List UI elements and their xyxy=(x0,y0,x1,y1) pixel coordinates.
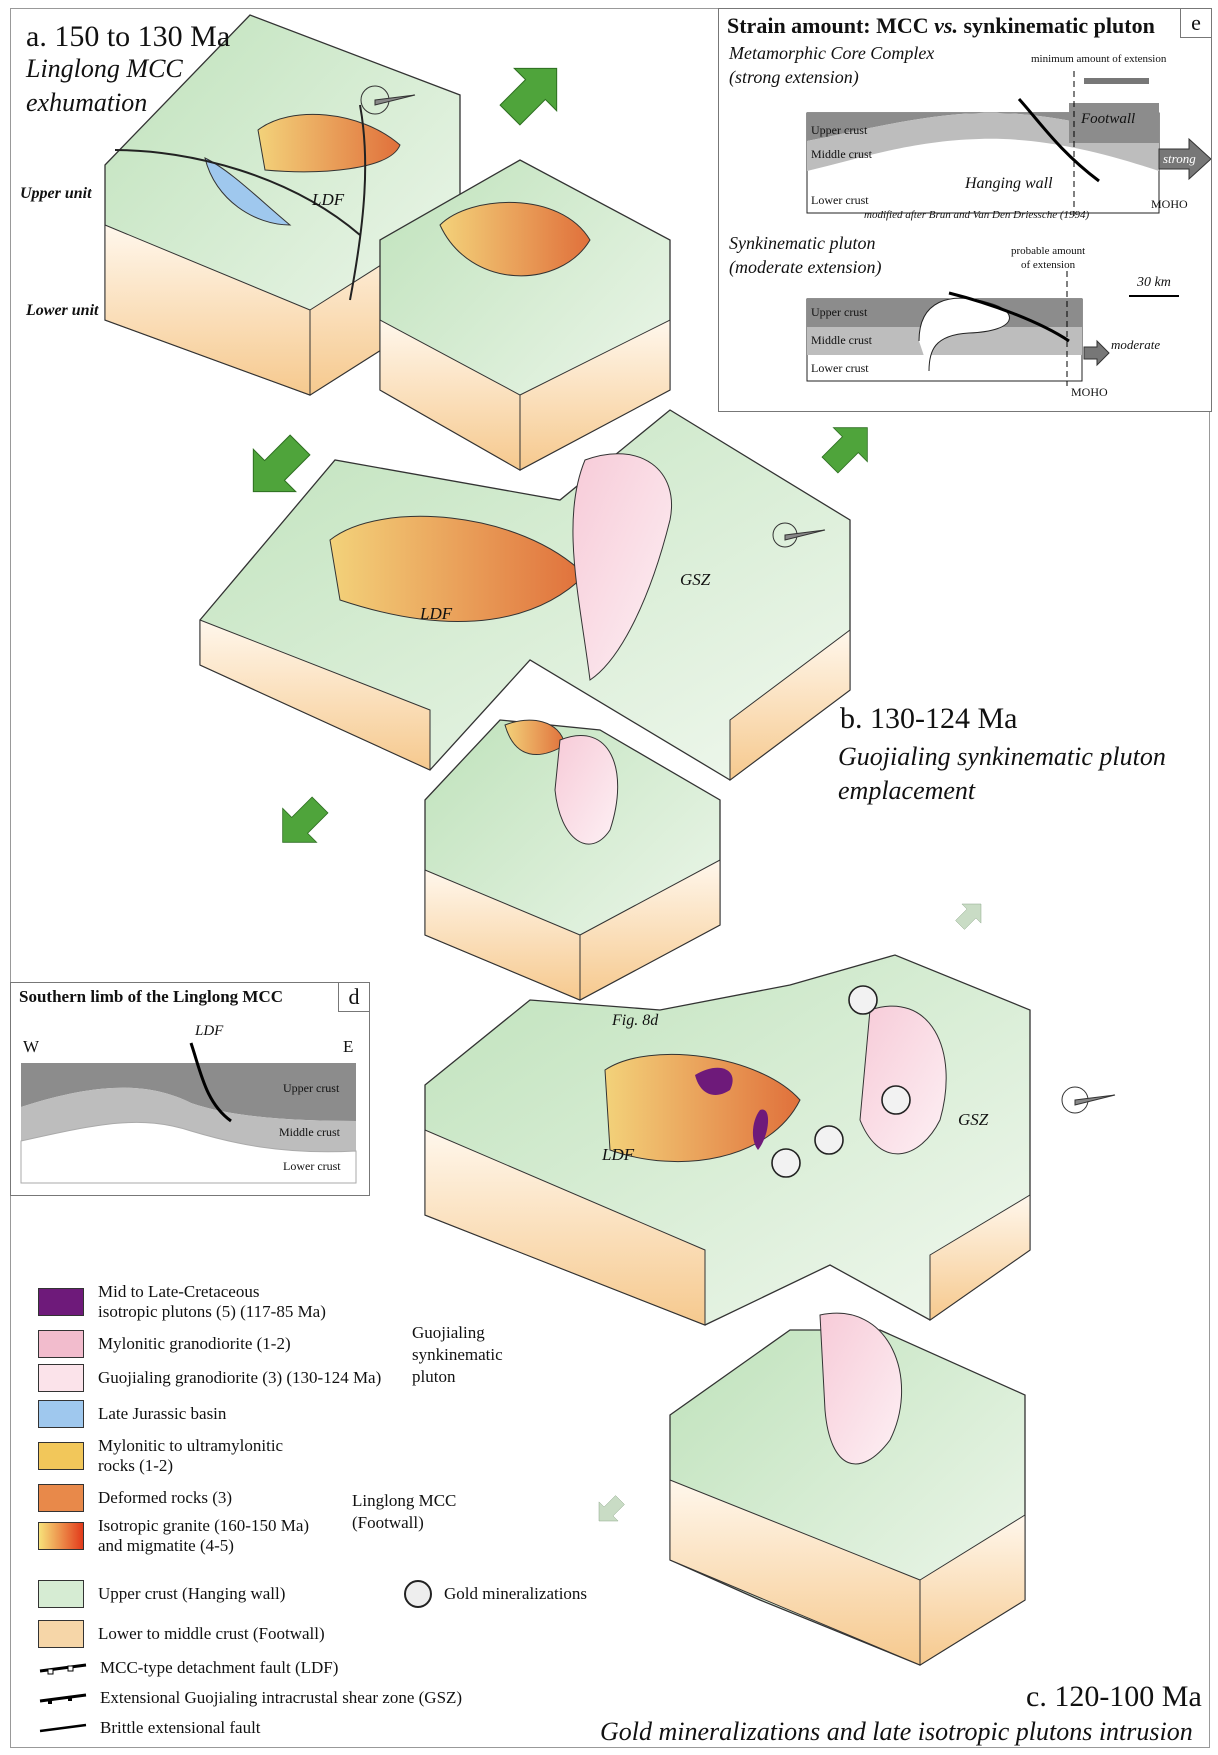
inset-d-upper: Upper crust xyxy=(283,1081,339,1096)
scale-bar-label: 30 km xyxy=(1137,275,1171,291)
shear-zone-line-icon xyxy=(38,1691,88,1705)
inset-d: Southern limb of the Linglong MCC d W E … xyxy=(10,982,370,1196)
label-lower-unit: Lower unit xyxy=(26,302,98,320)
legend-guojialing-granodiorite: Guojialing granodiorite (3) (130-124 Ma) xyxy=(38,1364,381,1392)
swatch-orange xyxy=(38,1484,84,1512)
fault-label-gsz-b: GSZ xyxy=(680,570,710,590)
mcc-middle-crust: Middle crust xyxy=(811,147,872,162)
legend-mylonitic-granodiorite: Mylonitic granodiorite (1-2) xyxy=(38,1330,291,1358)
inset-d-lower: Lower crust xyxy=(283,1159,341,1174)
swatch-pink-hatched xyxy=(38,1330,84,1358)
fault-label-ldf-b: LDF xyxy=(420,604,452,624)
arrow-b-ne xyxy=(813,411,884,482)
panel-a-title: a. 150 to 130 Ma xyxy=(26,20,230,54)
block-c-main xyxy=(425,955,1030,1325)
fault-label-ldf-c: LDF xyxy=(602,1145,634,1165)
mcc-title-1: Metamorphic Core Complex xyxy=(729,43,934,64)
fault-label-gsz-c: GSZ xyxy=(958,1110,988,1130)
inset-d-fault: LDF xyxy=(195,1023,223,1040)
legend-deformed-rocks: Deformed rocks (3) xyxy=(38,1484,232,1512)
credit-label: modified after Brun and Van Den Driessch… xyxy=(864,209,1089,221)
inset-e-heading: Strain amount: MCC vs. synkinematic plut… xyxy=(719,9,1211,43)
mcc-lower-crust: Lower crust xyxy=(811,193,869,208)
label-upper-unit: Upper unit xyxy=(20,185,92,203)
swatch-green xyxy=(38,1580,84,1608)
pluton-title-1: Synkinematic pluton xyxy=(729,233,875,254)
swatch-purple xyxy=(38,1288,84,1316)
mcc-upper-crust: Upper crust xyxy=(811,123,867,138)
panel-a-subtitle-2: exhumation xyxy=(26,86,147,120)
strong-label: strong xyxy=(1163,151,1196,167)
block-c-lower xyxy=(670,1313,1025,1665)
pluton-moho: MOHO xyxy=(1071,385,1108,400)
swatch-yellow xyxy=(38,1442,84,1470)
swatch-gradient xyxy=(38,1522,84,1550)
panel-c-subtitle: Gold mineralizations and late isotropic … xyxy=(600,1715,1193,1749)
panel-b-subtitle-1: Guojialing synkinematic pluton xyxy=(838,740,1166,774)
probable-extension-1: probable amount xyxy=(1011,245,1085,257)
inset-e-sections xyxy=(719,41,1211,411)
fig-reference: Fig. 8d xyxy=(612,1012,658,1030)
pluton-middle-crust: Middle crust xyxy=(811,333,872,348)
swatch-blue xyxy=(38,1400,84,1428)
panel-b-subtitle-2: emplacement xyxy=(838,774,975,808)
pluton-upper-crust: Upper crust xyxy=(811,305,867,320)
inset-e: Strain amount: MCC vs. synkinematic plut… xyxy=(718,8,1212,412)
legend-gold: Gold mineralizations xyxy=(404,1580,587,1608)
mcc-title-2: (strong extension) xyxy=(729,67,859,88)
detachment-line-icon xyxy=(38,1661,88,1675)
fault-label-ldf-a: LDF xyxy=(312,190,344,210)
legend-brittle-line: Brittle extensional fault xyxy=(38,1718,261,1738)
legend-gsz-line: Extensional Guojialing intracrustal shea… xyxy=(38,1688,462,1708)
panel-c-title: c. 120-100 Ma xyxy=(1026,1680,1202,1714)
swatch-pink xyxy=(38,1364,84,1392)
pluton-lower-crust: Lower crust xyxy=(811,361,869,376)
panel-b-title: b. 130-124 Ma xyxy=(840,702,1017,736)
arrow-c-sw xyxy=(589,1490,629,1530)
arrow-a-ne xyxy=(489,47,578,136)
arrow-c-ne xyxy=(950,894,990,934)
footwall-label: Footwall xyxy=(1081,111,1135,128)
mcc-moho: MOHO xyxy=(1151,197,1188,212)
swatch-tan xyxy=(38,1620,84,1648)
legend-lower-crust: Lower to middle crust (Footwall) xyxy=(38,1620,325,1648)
legend-group-linglong: Linglong MCC(Footwall) xyxy=(352,1490,456,1534)
inset-d-tag: d xyxy=(338,983,369,1012)
inset-e-tag: e xyxy=(1180,9,1211,38)
west-label: W xyxy=(23,1037,39,1057)
arrow-b-sw xyxy=(266,788,337,859)
probable-extension-2: of extension xyxy=(1021,259,1075,271)
pluton-title-2: (moderate extension) xyxy=(729,257,881,278)
block-b-lower xyxy=(425,720,720,1000)
min-extension-label: minimum amount of extension xyxy=(1031,53,1166,65)
inset-d-middle: Middle crust xyxy=(279,1125,340,1140)
east-label: E xyxy=(343,1037,353,1057)
legend-ldf-line: MCC-type detachment fault (LDF) xyxy=(38,1658,338,1678)
hanging-wall-label: Hanging wall xyxy=(965,175,1053,193)
inset-d-heading: Southern limb of the Linglong MCC xyxy=(11,983,369,1011)
moderate-label: moderate xyxy=(1111,337,1160,353)
brittle-fault-line-icon xyxy=(38,1721,88,1735)
panel-a-subtitle-1: Linglong MCC xyxy=(26,52,183,86)
legend-upper-crust: Upper crust (Hanging wall) xyxy=(38,1580,285,1608)
gold-mineralization-icon xyxy=(404,1580,432,1608)
legend-isotropic-granite: Isotropic granite (160-150 Ma)and migmat… xyxy=(38,1516,309,1556)
legend-jurassic-basin: Late Jurassic basin xyxy=(38,1400,226,1428)
